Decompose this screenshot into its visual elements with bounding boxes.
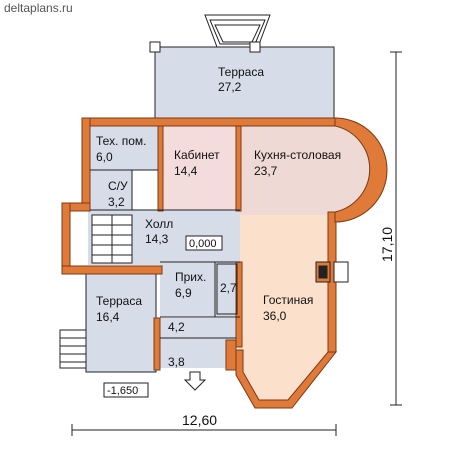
floor-wc [88,170,132,210]
room-name-wc: С/У [108,179,128,193]
floor-tech [88,125,161,170]
room-area-entry: 6,9 [175,286,192,300]
level-ground: -1,650 [107,385,138,397]
room-name-terrace-left: Терраса [96,294,142,308]
floor-terrace-top [154,46,335,123]
room-area-cabinet: 14,4 [174,164,198,178]
floor-cabinet [163,125,239,210]
room-name-living: Гостиная [263,293,313,307]
room-area-tech: 6,0 [96,150,113,164]
walls [61,117,388,409]
site-brand: deltaplans.ru [4,1,73,15]
room-name-cabinet: Кабинет [174,148,220,162]
fireplace-icon [315,261,349,283]
room-area-storage: 4,2 [168,320,185,334]
level-floor-box [185,235,223,251]
room-labels: Терраса 27,2 Тех. пом. 6,0 Кабинет 14,4 … [96,65,341,369]
dimension-height: 17,10 [379,227,395,262]
room-name-kitchen: Кухня-столовая [254,148,341,162]
dimension-width: 12,60 [182,412,217,428]
interior-lines [90,169,240,339]
room-area-living: 36,0 [263,309,287,323]
room-name-terrace-top: Терраса [218,65,264,79]
room-area-porch: 3,8 [168,355,185,369]
top-stairs [149,14,271,53]
room-area-terrace-top: 27,2 [218,80,242,94]
dimension-lines [71,51,402,436]
room-area-kitchen: 23,7 [254,164,278,178]
level-floor: 0,000 [189,238,217,250]
interior-stairs [91,214,133,264]
room-name-hall: Холл [145,217,173,231]
level-ground-box [103,382,149,398]
floor-living [238,215,330,405]
room-area-hall: 14,3 [145,232,169,246]
floor-storage [160,318,240,338]
room-name-tech: Тех. пом. [96,134,147,148]
floor-porch [160,338,235,368]
floor-terrace-left [85,273,157,373]
room-name-entry: Прих. [175,270,206,284]
floor-kitchen [240,125,380,215]
entry-arrow-icon [183,371,207,391]
room-area-closet: 2,7 [220,281,237,295]
left-stairs [59,329,87,369]
floor-entry [160,262,240,317]
room-area-wc: 3,2 [108,195,125,209]
room-area-terrace-left: 16,4 [96,310,120,324]
